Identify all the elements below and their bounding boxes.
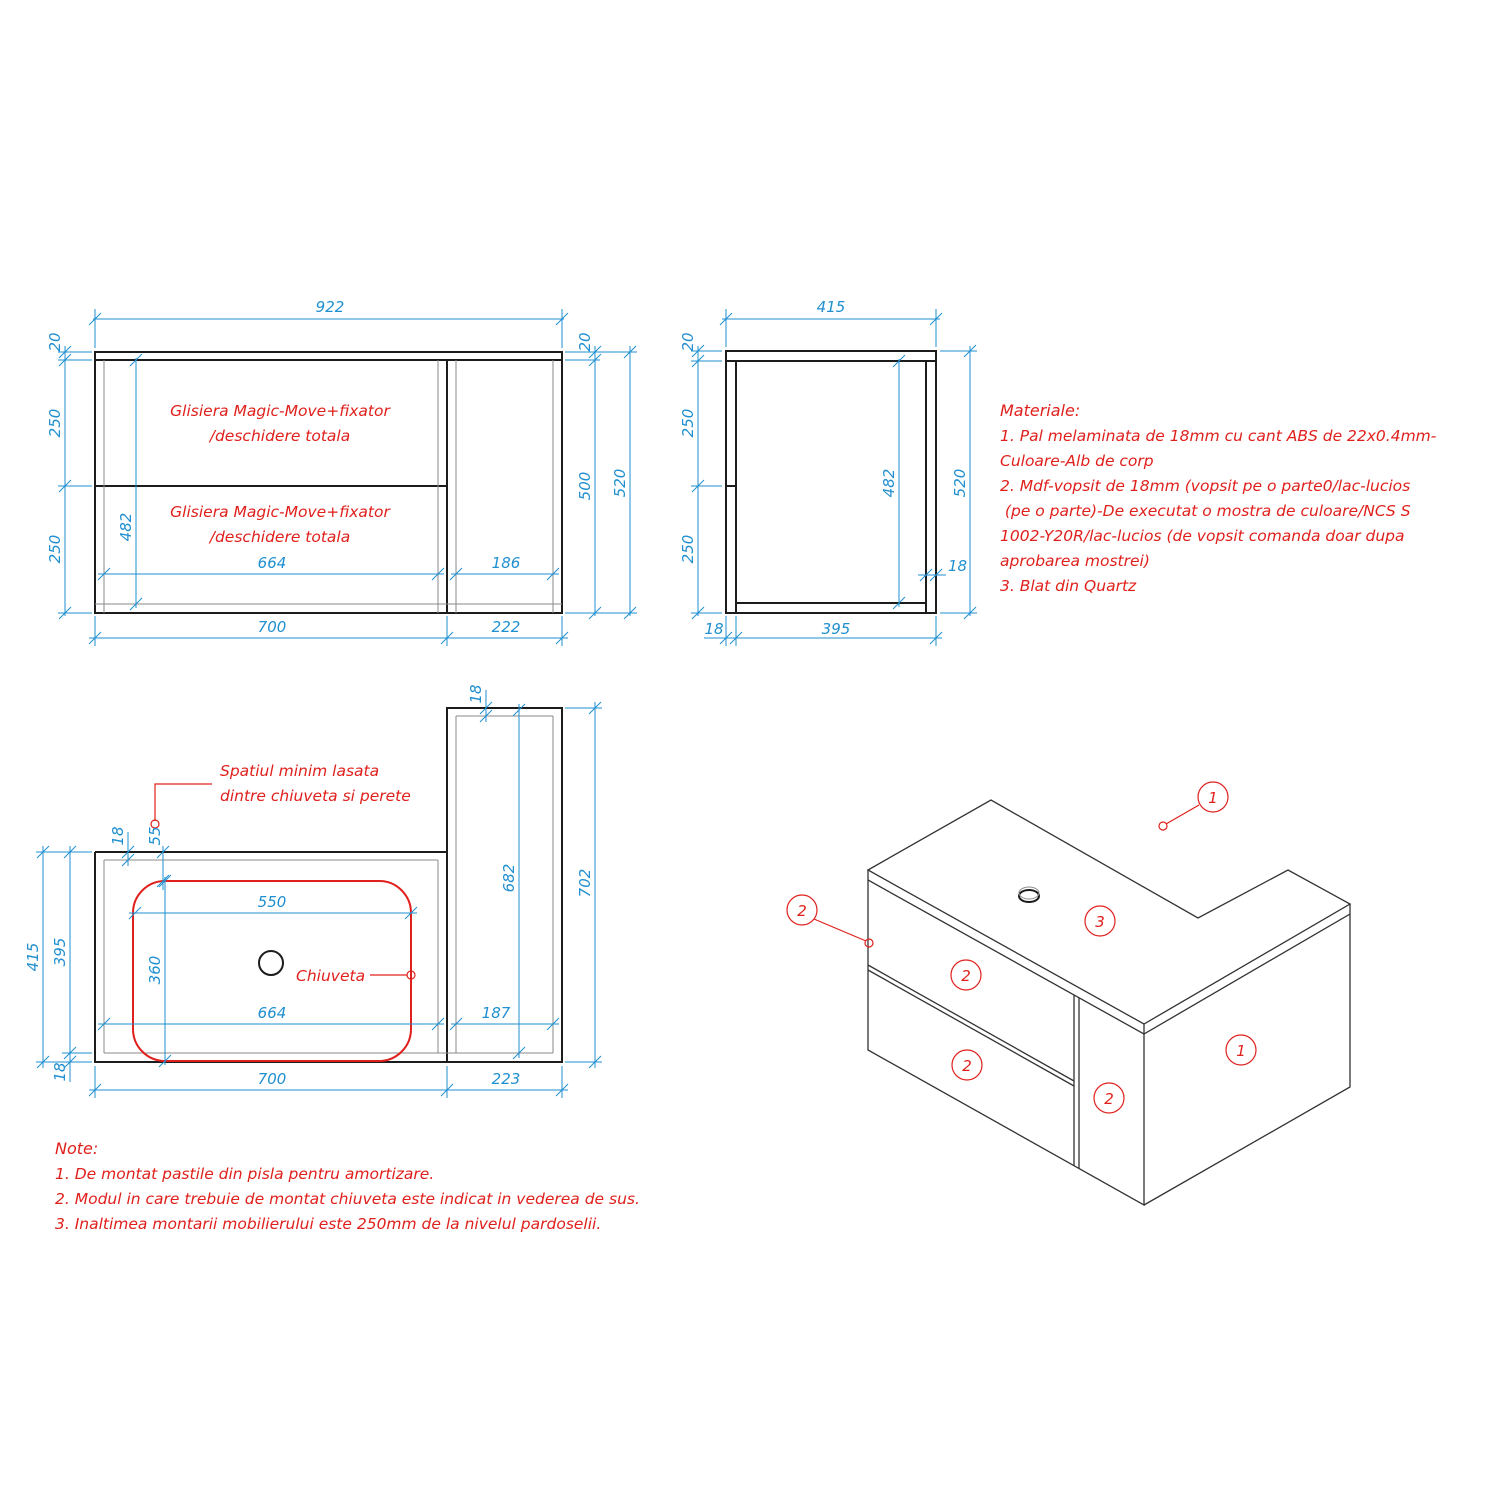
dim-front-shelf-inner: 186	[492, 554, 521, 572]
iso-tap-hole	[1018, 889, 1040, 903]
dim-front-body-height: 500	[576, 472, 594, 501]
callout-1-top	[1197, 781, 1229, 813]
materials-line-4: (pe o parte)-De executat o mostra de cul…	[1000, 502, 1411, 520]
dim-side-lower: 250	[679, 535, 697, 564]
gap-label-line1: Spatiul minim lasata	[220, 762, 379, 780]
materials-line-5: 1002-Y20R/lac-lucios (de vopsit comanda …	[1000, 527, 1405, 545]
dim-top-drawer-inner: 664	[258, 1004, 287, 1022]
dim-front-top-left: 20	[46, 332, 64, 351]
dim-front-shelf-width: 222	[492, 618, 521, 636]
note-line-1: 1. De montat pastile din pisla pentru am…	[55, 1165, 434, 1183]
dim-front-total-height: 520	[611, 469, 629, 498]
dim-side-top: 20	[679, 332, 697, 351]
side-right-panel-hatched	[925, 360, 937, 614]
materials-block: Materiale: 1. Pal melaminata de 18mm cu …	[1000, 401, 1437, 595]
dim-front-inner-height: 482	[117, 513, 135, 542]
drain-hole	[258, 950, 284, 976]
callout-1-side	[1225, 1034, 1257, 1066]
materials-title: Materiale:	[1000, 401, 1080, 420]
dim-top-shelf-width: 223	[492, 1070, 521, 1088]
drawer-upper-label-line1: Glisiera Magic-Move+fixator	[170, 402, 391, 420]
svg-text:2: 2	[797, 902, 807, 920]
notes-title: Note:	[55, 1139, 98, 1158]
sink-label: Chiuveta	[296, 967, 365, 985]
notes-block: Note: 1. De montat pastile din pisla pen…	[55, 1139, 640, 1233]
dim-side-left-thickness: 18	[704, 620, 723, 638]
side-bottom-hatched	[735, 602, 927, 614]
dim-side-inner-depth: 395	[822, 620, 851, 638]
materials-line-1: 1. Pal melaminata de 18mm cu cant ABS de…	[1000, 427, 1437, 445]
callout-2-lower-drawer	[951, 1049, 983, 1081]
dim-side-inner-height: 482	[880, 469, 898, 498]
front-view: 922 20 250 250 482 20 500 520 664 1	[46, 298, 637, 646]
dim-top-gap: 55	[146, 826, 164, 845]
dim-top-drawer-width: 700	[258, 1070, 287, 1088]
note-line-3: 3. Inaltimea montarii mobilierului este …	[55, 1215, 601, 1233]
front-countertop	[94, 351, 563, 361]
svg-text:1: 1	[1236, 1042, 1246, 1060]
dim-front-drawer-width: 700	[258, 618, 287, 636]
dim-side-panel-thickness: 18	[948, 557, 967, 575]
dim-side-total-height: 520	[951, 469, 969, 498]
svg-text:1: 1	[1208, 789, 1218, 807]
callout-2-shelf-door	[1093, 1082, 1125, 1114]
dim-overall-width: 922	[316, 298, 345, 316]
dim-top-shelf-inner: 187	[482, 1004, 511, 1022]
materials-line-2: Culoare-Alb de corp	[1000, 452, 1154, 470]
materials-line-6: aprobarea mostrei)	[1000, 552, 1150, 570]
svg-text:2: 2	[1104, 1090, 1114, 1108]
drawer-upper-label-line2: /deschidere totala	[208, 427, 350, 445]
dim-top-back-thickness: 18	[51, 1062, 69, 1081]
dim-top-wall-thickness: 18	[109, 826, 127, 845]
dim-side-depth: 415	[817, 298, 846, 316]
dim-top-depth-outer: 415	[24, 943, 42, 972]
callout-3-countertop	[1084, 905, 1116, 937]
side-top-hatched	[725, 350, 937, 362]
top-view: 18 Spatiul minim lasata dintre chiuveta …	[24, 684, 602, 1098]
materials-line-7: 3. Blat din Quartz	[1000, 577, 1137, 595]
svg-text:2: 2	[962, 1057, 972, 1075]
isometric-view: 1 2 3 2 2 2 1	[786, 781, 1352, 1207]
svg-text:3: 3	[1095, 913, 1105, 931]
drawer-lower-label-line2: /deschidere totala	[208, 528, 350, 546]
dim-top-shelf-inner-depth: 682	[500, 864, 518, 893]
callout-2-edge	[786, 894, 818, 926]
dim-top-right-panel: 18	[467, 684, 485, 703]
iso-countertop-top	[866, 799, 1352, 1025]
dim-front-lower: 250	[46, 535, 64, 564]
gap-label-line2: dintre chiuveta si perete	[220, 787, 411, 805]
side-view: 415 20 250 250 482 520 18 18 395	[679, 298, 977, 646]
svg-text:2: 2	[961, 967, 971, 985]
dim-front-top-right: 20	[576, 332, 594, 351]
dim-sink-depth: 360	[146, 956, 164, 985]
callout-2-upper-drawer	[950, 959, 982, 991]
dim-side-upper: 250	[679, 409, 697, 438]
note-line-2: 2. Modul in care trebuie de montat chiuv…	[55, 1190, 640, 1208]
dim-top-shelf-total-depth: 702	[576, 869, 594, 898]
dim-front-upper: 250	[46, 409, 64, 438]
materials-line-3: 2. Mdf-vopsit de 18mm (vopsit pe o parte…	[1000, 477, 1410, 495]
dim-sink-width: 550	[258, 893, 287, 911]
dim-front-drawer-inner: 664	[258, 554, 287, 572]
drawer-lower-label-line1: Glisiera Magic-Move+fixator	[170, 503, 391, 521]
dim-top-depth-inner: 395	[51, 938, 69, 967]
